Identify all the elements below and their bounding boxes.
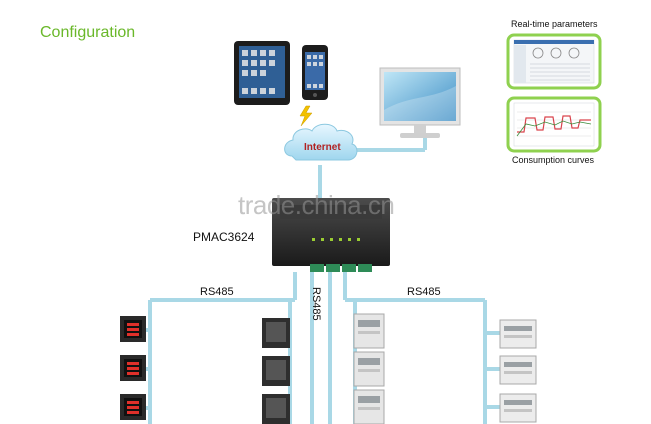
panel-meter — [262, 394, 290, 424]
rs485-left-label: RS485 — [200, 286, 234, 298]
tablet-icon — [234, 41, 290, 105]
meter-column-1 — [120, 316, 146, 420]
internet-label: Internet — [304, 142, 341, 153]
rs485-right-label: RS485 — [407, 286, 441, 298]
diagram-title: Configuration — [40, 24, 135, 42]
meter-column-2 — [262, 318, 290, 424]
din-rail-meter — [500, 320, 536, 348]
watermark-text: trade.china.cn — [238, 190, 394, 221]
realtime-parameters-thumbnail — [508, 35, 600, 88]
panel-meter — [120, 355, 146, 381]
din-rail-meter — [354, 390, 384, 424]
meter-column-4 — [500, 320, 536, 422]
panel-meter — [262, 356, 290, 386]
din-rail-meter — [354, 352, 384, 386]
rs485-middle-label: RS485 — [310, 287, 322, 321]
panel-meter — [120, 316, 146, 342]
smartphone-icon — [302, 45, 328, 100]
din-rail-meter — [500, 356, 536, 384]
realtime-parameters-caption: Real-time parameters — [511, 19, 598, 29]
connector-lines — [135, 138, 500, 424]
consumption-curves-thumbnail — [508, 98, 600, 151]
panel-meter — [262, 318, 290, 348]
wireless-lightning-icon — [300, 106, 312, 126]
consumption-curves-caption: Consumption curves — [512, 155, 594, 165]
meter-column-3 — [354, 314, 384, 424]
din-rail-meter — [500, 394, 536, 422]
din-rail-meter — [354, 314, 384, 348]
panel-meter — [120, 394, 146, 420]
device-label: PMAC3624 — [193, 230, 254, 244]
monitor-icon — [380, 68, 460, 138]
